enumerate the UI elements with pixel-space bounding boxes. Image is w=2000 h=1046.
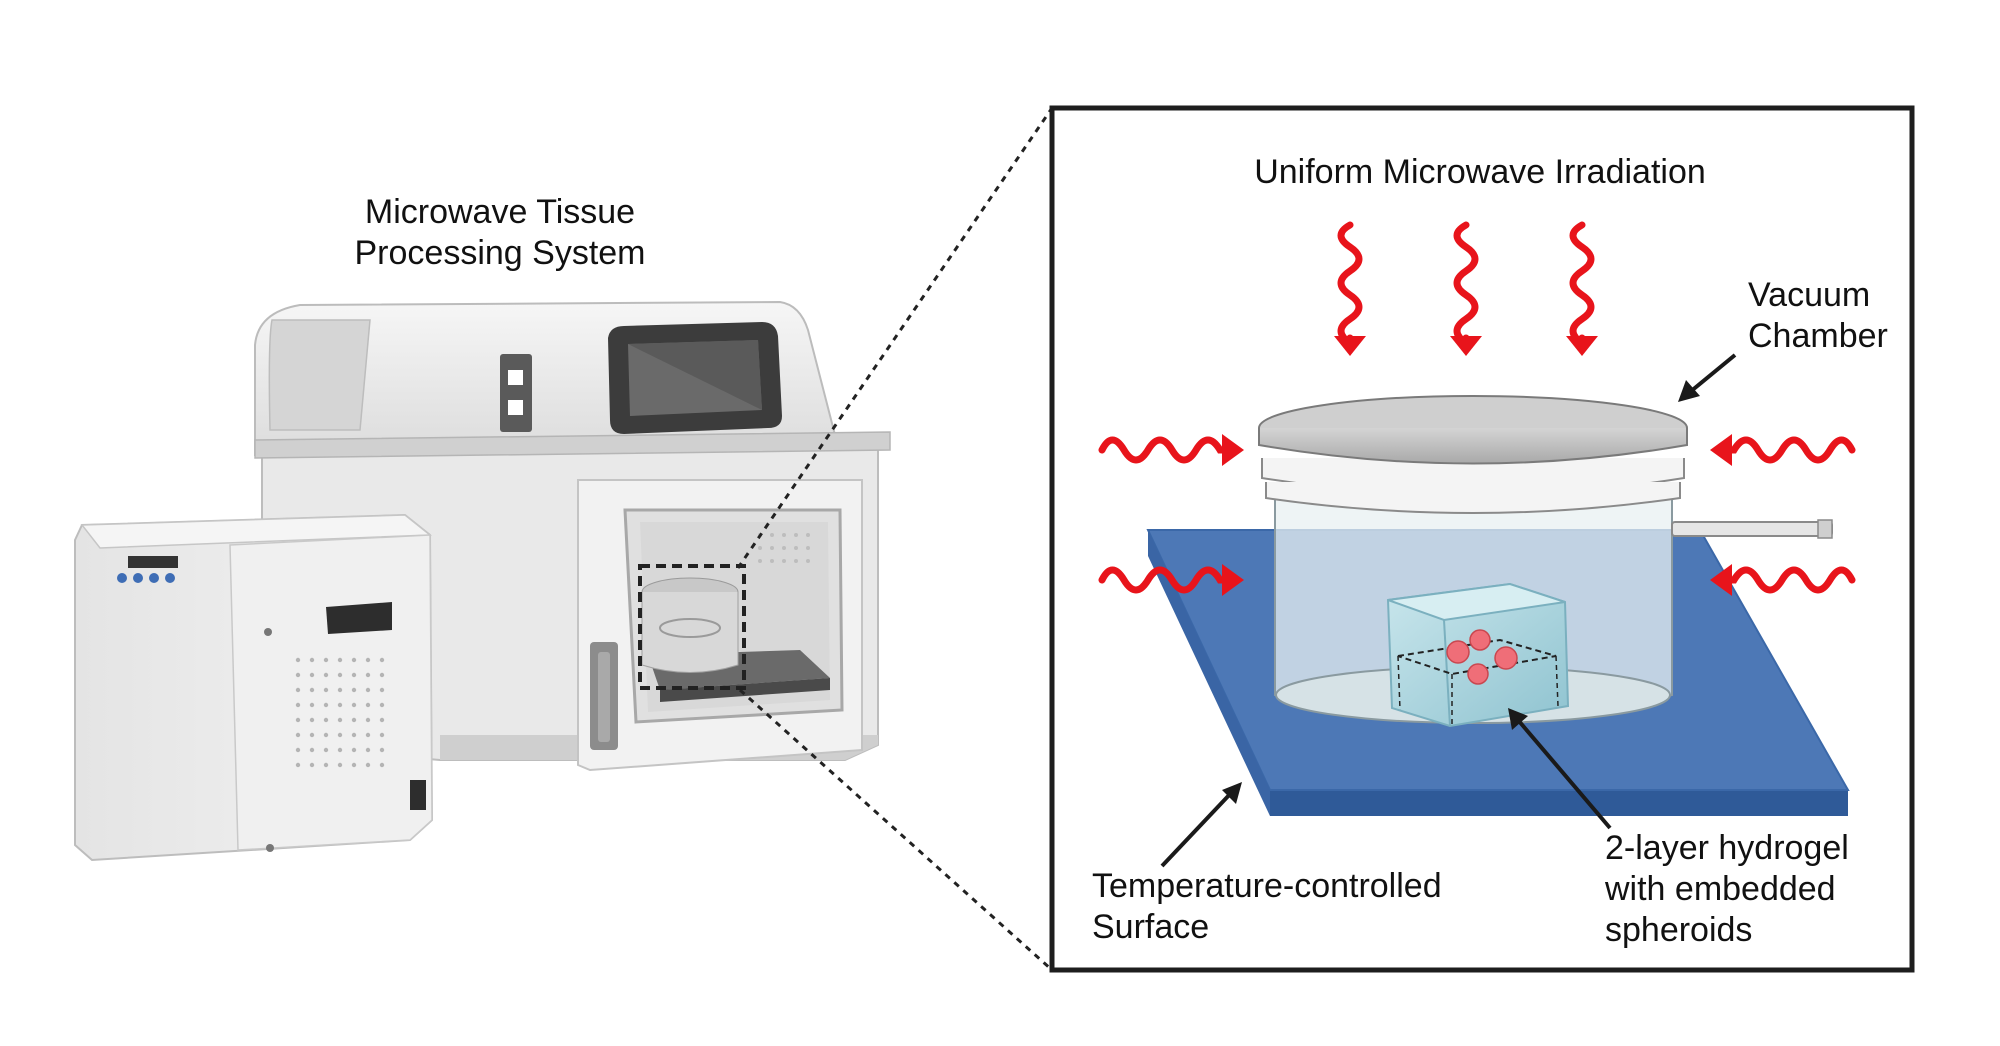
surface-line-2: Surface <box>1092 908 1210 946</box>
zoom-line-bottom <box>738 688 1054 972</box>
pointer-arrow-icon <box>1160 353 1737 868</box>
hydrogel-line-1: 2-layer hydrogel <box>1605 829 1849 867</box>
system-title-label: Microwave Tissue Processing System <box>325 192 675 274</box>
vacuum-chamber-line-2: Chamber <box>1748 317 1888 355</box>
vacuum-chamber-line-1: Vacuum <box>1748 276 1871 314</box>
hydrogel-label: 2-layer hydrogel with embedded spheroids <box>1605 828 1849 951</box>
surface-line-1: Temperature-controlled <box>1092 867 1442 905</box>
hydrogel-line-3: spheroids <box>1605 911 1753 949</box>
surface-label: Temperature-controlled Surface <box>1092 866 1442 948</box>
zoom-line-top <box>736 107 1054 569</box>
microwave-processor-illustration <box>74 300 891 862</box>
system-title-line-1: Microwave Tissue <box>364 193 636 231</box>
vacuum-chamber-label: Vacuum Chamber <box>1748 275 1888 357</box>
system-title-line-2: Processing System <box>354 234 646 272</box>
wavy-arrow-icon <box>1098 221 1856 594</box>
irradiation-label: Uniform Microwave Irradiation <box>1254 153 1706 191</box>
hydrogel-line-2: with embedded <box>1605 870 1836 908</box>
hydrogel-cube-illustration <box>1386 582 1570 728</box>
arrowhead-icon <box>1222 336 1732 596</box>
pointer-arrowhead-icon <box>1222 380 1700 804</box>
